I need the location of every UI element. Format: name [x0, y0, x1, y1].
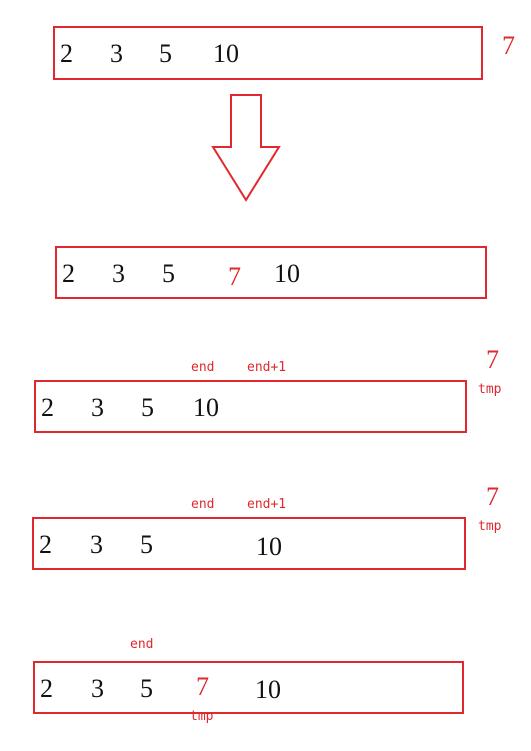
array-box-step5	[33, 661, 464, 714]
tmp-value: 7	[486, 345, 499, 374]
array-value: 5	[140, 674, 153, 703]
tmp-value: 7	[486, 482, 499, 511]
insert-value: 7	[502, 31, 515, 60]
array-value-inserted: 7	[228, 262, 241, 291]
array-value: 2	[40, 674, 53, 703]
array-value: 3	[91, 393, 104, 422]
array-value: 5	[159, 39, 172, 68]
down-arrow-icon	[211, 94, 281, 202]
end-plus-one-label: end+1	[247, 497, 287, 512]
end-plus-one-label: end+1	[247, 360, 287, 375]
array-value: 10	[256, 532, 282, 561]
array-value: 2	[39, 530, 52, 559]
array-value: 3	[110, 39, 123, 68]
array-value: 5	[140, 530, 153, 559]
array-value: 3	[112, 259, 125, 288]
array-value: 2	[60, 39, 73, 68]
array-value: 10	[213, 39, 239, 68]
array-value: 3	[91, 674, 104, 703]
array-box-step1	[53, 26, 483, 80]
tmp-label: tmp	[190, 709, 214, 724]
array-value: 2	[41, 393, 54, 422]
tmp-label: tmp	[478, 519, 502, 534]
array-box-step3	[34, 380, 467, 433]
array-value: 10	[193, 393, 219, 422]
array-value-inserted: 7	[196, 672, 209, 701]
end-label: end	[130, 637, 154, 652]
array-box-step2	[55, 246, 487, 299]
array-value: 10	[255, 675, 281, 704]
end-label: end	[191, 497, 215, 512]
array-value: 5	[141, 393, 154, 422]
end-label: end	[191, 360, 215, 375]
array-value: 2	[62, 259, 75, 288]
array-value: 5	[162, 259, 175, 288]
tmp-label: tmp	[478, 382, 502, 397]
array-value: 3	[90, 530, 103, 559]
array-value: 10	[274, 259, 300, 288]
array-box-step4	[32, 517, 466, 570]
